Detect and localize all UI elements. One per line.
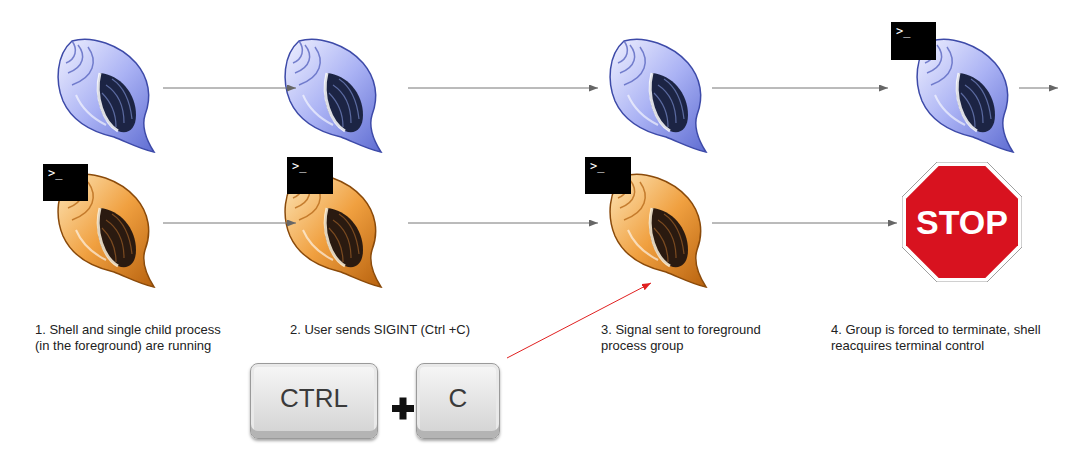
flow-arrow [163, 223, 296, 224]
terminal-icon: >_ [43, 164, 88, 201]
keyboard-key: C [416, 363, 500, 439]
caption-text: 1. Shell and single child process (in th… [35, 322, 230, 354]
flow-arrow [408, 88, 598, 89]
stop-sign: STOP [902, 162, 1022, 282]
shell-icon [58, 39, 154, 152]
flow-arrow [712, 223, 897, 224]
shell-icon [285, 39, 381, 152]
stop-face [906, 166, 1018, 278]
caption-text: 3. Signal sent to foreground process gro… [601, 322, 801, 354]
terminal-prompt: >_ [48, 167, 62, 179]
terminal-prompt: >_ [292, 160, 306, 172]
stop-text: STOP [916, 205, 1008, 239]
flow-arrow [408, 223, 598, 224]
terminal-icon: >_ [891, 22, 936, 60]
flow-arrow [163, 88, 296, 89]
shell-icon [610, 39, 706, 152]
stop-border [902, 162, 1022, 282]
key-label: CTRL [280, 385, 348, 411]
flow-arrow [1019, 88, 1058, 89]
terminal-icon: >_ [287, 157, 333, 194]
terminal-prompt: >_ [896, 25, 910, 37]
terminal-prompt: >_ [590, 160, 604, 172]
keyboard-key: CTRL [250, 363, 378, 439]
caption-text: 2. User sends SIGINT (Ctrl +C) [290, 322, 530, 338]
key-label: C [449, 385, 468, 411]
flow-arrow [712, 88, 888, 89]
caption-text: 4. Group is forced to terminate, shell r… [831, 322, 1046, 354]
terminal-icon: >_ [585, 157, 631, 194]
plus-sign [392, 398, 414, 420]
